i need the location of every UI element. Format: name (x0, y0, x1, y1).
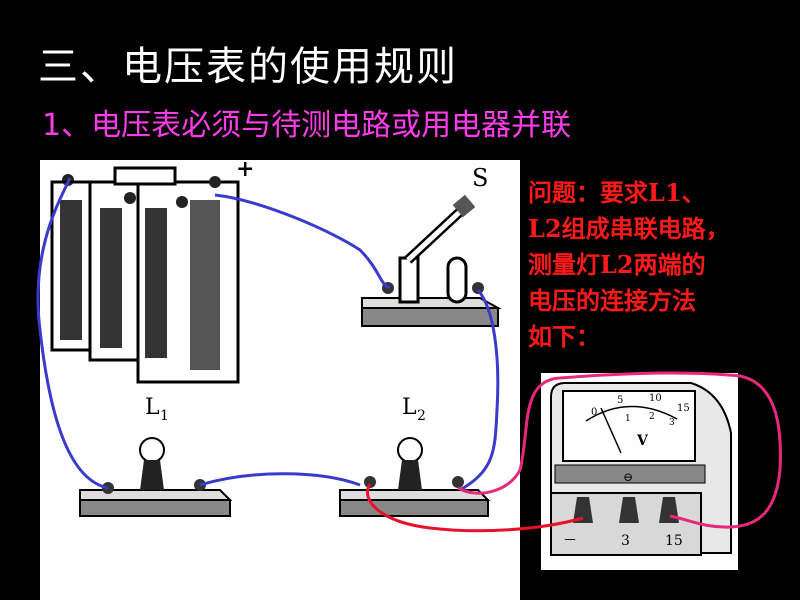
battery-minus-label: － (56, 170, 78, 196)
scale-bottom-1: 1 (625, 414, 631, 424)
battery-plus-label: + (236, 160, 254, 182)
lamp1-subscript: 1 (160, 408, 169, 424)
voltmeter-unit: V (636, 433, 649, 449)
scale-bottom-3: 3 (669, 418, 675, 428)
terminal-15-label: 15 (665, 533, 683, 549)
lamp2-subscript: 2 (417, 408, 426, 424)
scale-top-5: 5 (617, 395, 623, 406)
question-text: 问题：要求L1、 L2组成串联电路， 测量灯L2两端的 电压的连接方法 如下： (528, 175, 793, 355)
question-line: 如下： (528, 322, 600, 351)
lamp2-label: L (402, 395, 417, 420)
terminal-3-label: 3 (621, 533, 630, 549)
voltmeter-icon (550, 382, 732, 556)
zero-adjust-icon: ⊖ (623, 470, 633, 484)
slide-title: 三、电压表的使用规则 (38, 44, 458, 90)
voltmeter: 0 5 10 15 1 2 3 V ⊖ － 3 15 (541, 373, 738, 570)
slide-subtitle: 1、电压表必须与待测电路或用电器并联 (42, 108, 572, 143)
scale-top-15: 15 (677, 403, 690, 414)
lamp1-icon (79, 437, 233, 517)
question-line: 电压的连接方法 (528, 286, 696, 315)
terminal-minus-label: － (563, 533, 577, 549)
battery-icon (50, 166, 240, 384)
switch-label: S (472, 164, 488, 192)
circuit-diagram: － + S L 1 L 2 (40, 160, 520, 600)
question-line: 问题：要求L1、 (528, 178, 706, 207)
scale-top-0: 0 (591, 407, 597, 418)
question-line: 测量灯L2两端的 (528, 250, 706, 279)
question-line: L2组成串联电路， (528, 214, 730, 243)
scale-bottom-2: 2 (649, 412, 655, 422)
lamp1-label: L (145, 395, 160, 420)
scale-top-10: 10 (649, 393, 662, 404)
